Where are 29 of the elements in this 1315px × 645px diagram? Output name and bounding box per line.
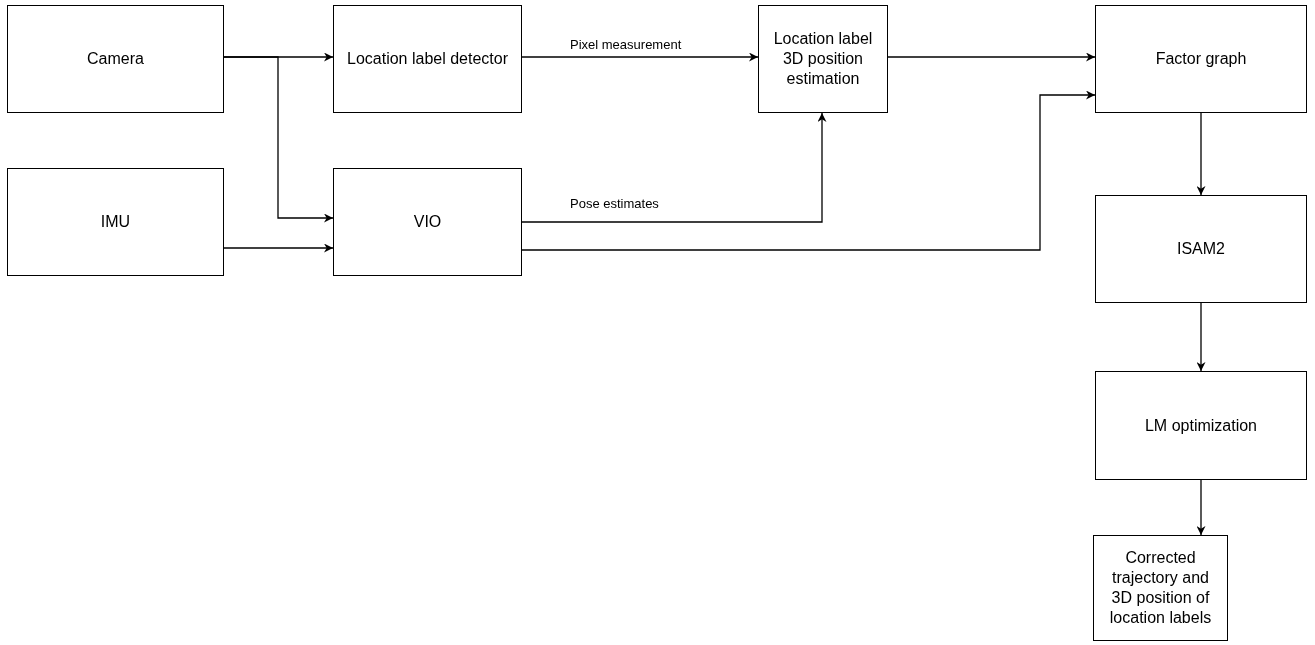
box-label: Location label detector (346, 49, 509, 69)
edge-label: Pose estimates (568, 196, 661, 211)
arrow (1196, 302, 1206, 372)
process-box (333, 168, 522, 276)
process-box (333, 5, 522, 113)
box-label: LM optimization (1143, 415, 1258, 436)
process-box (758, 5, 888, 113)
process-box (1093, 535, 1228, 641)
box-label: ISAM2 (1176, 239, 1226, 259)
arrow (1196, 479, 1206, 536)
arrow (1196, 112, 1206, 196)
box-label: Factor graph (1154, 49, 1248, 69)
box-label: IMU (99, 212, 132, 232)
box-label: Location label 3D position estimation (772, 29, 874, 89)
process-box (7, 5, 224, 113)
arrow (521, 90, 1096, 251)
edge-label: Pixel measurement (568, 37, 684, 52)
process-box (1095, 195, 1307, 303)
box-label: Corrected trajectory and 3D position of location labels (1108, 548, 1213, 628)
process-box (1095, 5, 1307, 113)
box-label: Camera (86, 49, 145, 69)
arrow (521, 52, 759, 62)
arrow (223, 56, 334, 223)
arrow (521, 112, 827, 223)
process-box (7, 168, 224, 276)
box-label: VIO (412, 212, 443, 232)
arrow (887, 52, 1096, 62)
arrow (223, 243, 334, 253)
process-box (1095, 371, 1307, 480)
